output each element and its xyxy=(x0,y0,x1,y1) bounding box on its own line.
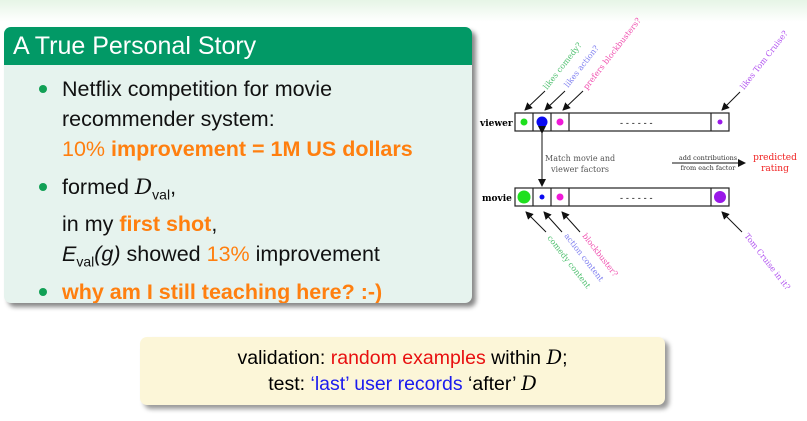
text: ‘last’ user records xyxy=(310,373,463,395)
text: improvement xyxy=(255,242,380,267)
factor-dot xyxy=(714,191,726,203)
movie-label: movie xyxy=(482,194,512,204)
pct: 13% xyxy=(206,242,250,267)
math-D: D xyxy=(134,175,153,200)
label: likes Tom Cruise? xyxy=(738,29,789,91)
sub: val xyxy=(152,186,171,203)
sub: val xyxy=(76,253,95,270)
text: why am I still teaching here? :-) xyxy=(62,279,383,303)
text: Netflix competition for movie xyxy=(62,77,333,101)
text: test: xyxy=(268,373,311,395)
block-title: A True Personal Story xyxy=(4,27,472,65)
text: , xyxy=(211,212,218,237)
text: random examples xyxy=(330,347,486,369)
text: from each factor xyxy=(681,164,737,172)
factor-dot xyxy=(517,190,531,204)
text: within xyxy=(485,347,547,369)
validation-note: validation: random examples within D; te… xyxy=(140,337,665,405)
text: add contributions xyxy=(679,154,737,162)
bullet-netflix: Netflix competition for movie recommende… xyxy=(4,74,472,164)
text: showed xyxy=(126,242,201,267)
text: validation: xyxy=(237,347,331,369)
story-block: A True Personal Story Netflix competitio… xyxy=(4,27,472,303)
math-g: (g) xyxy=(94,242,121,267)
factor-dot xyxy=(520,118,528,126)
dashes: - - - - - - xyxy=(620,119,653,129)
text: rating xyxy=(761,164,789,174)
prize: improvement = 1M US dollars xyxy=(111,137,413,161)
pct: 10% xyxy=(62,137,106,161)
text: formed xyxy=(62,175,129,199)
text: Match movie and xyxy=(545,154,615,163)
text: recommender system: xyxy=(62,107,275,131)
first-shot: first shot xyxy=(119,212,212,237)
bullet-icon xyxy=(39,85,47,93)
math-E: E xyxy=(62,242,77,267)
bullet-formed: formed Dval, in my first shot, Eval(g) s… xyxy=(4,172,472,277)
factor-dot xyxy=(556,193,564,201)
bullet-icon xyxy=(39,287,47,296)
text: viewer factors xyxy=(550,165,609,174)
math-D: D xyxy=(546,346,563,369)
math-D: D xyxy=(521,372,537,395)
factor-dot xyxy=(536,116,548,128)
viewer-label: viewer xyxy=(479,119,513,129)
factor-dot xyxy=(556,118,564,126)
text: predicted xyxy=(753,153,797,163)
text: , xyxy=(170,175,177,199)
bullet-why: why am I still teaching here? :-) xyxy=(4,277,472,303)
text: ‘after’ xyxy=(462,373,522,395)
label: Tom Cruise in it? xyxy=(742,232,792,292)
dashes: - - - - - - xyxy=(620,194,653,204)
text: ; xyxy=(562,347,568,369)
bullet-icon xyxy=(39,183,47,191)
text: in my xyxy=(62,212,114,237)
factor-dot xyxy=(717,119,723,125)
slide-header-band xyxy=(0,0,807,22)
factor-dot xyxy=(539,194,545,200)
